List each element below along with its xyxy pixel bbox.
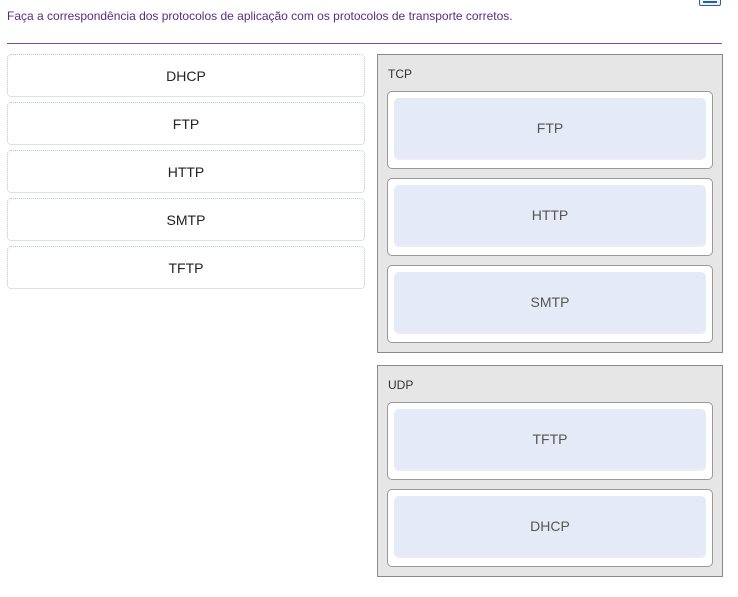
divider [7, 43, 722, 44]
udp-slot-item-tftp[interactable]: TFTP [394, 409, 706, 471]
source-item-dhcp[interactable]: DHCP [7, 54, 365, 97]
source-item-smtp[interactable]: SMTP [7, 198, 365, 241]
tcp-slot-item-ftp[interactable]: FTP [394, 98, 706, 160]
udp-drop-slot-2[interactable]: DHCP [387, 489, 713, 567]
udp-drop-group: UDP TFTP DHCP [377, 365, 723, 577]
tcp-group-label: TCP [388, 67, 412, 81]
udp-slot-item-dhcp[interactable]: DHCP [394, 496, 706, 558]
tcp-drop-slot-3[interactable]: SMTP [387, 265, 713, 343]
tcp-drop-group: TCP FTP HTTP SMTP [377, 54, 723, 353]
tcp-slot-item-http[interactable]: HTTP [394, 185, 706, 247]
udp-drop-slot-1[interactable]: TFTP [387, 402, 713, 480]
tcp-drop-slot-2[interactable]: HTTP [387, 178, 713, 256]
instruction-text: Faça a correspondência dos protocolos de… [7, 9, 513, 23]
source-list: DHCP FTP HTTP SMTP TFTP [7, 54, 365, 294]
tcp-slot-item-smtp[interactable]: SMTP [394, 272, 706, 334]
source-item-tftp[interactable]: TFTP [7, 246, 365, 289]
keyboard-icon[interactable] [699, 0, 721, 6]
source-item-ftp[interactable]: FTP [7, 102, 365, 145]
udp-group-label: UDP [388, 378, 414, 392]
tcp-drop-slot-1[interactable]: FTP [387, 91, 713, 169]
source-item-http[interactable]: HTTP [7, 150, 365, 193]
